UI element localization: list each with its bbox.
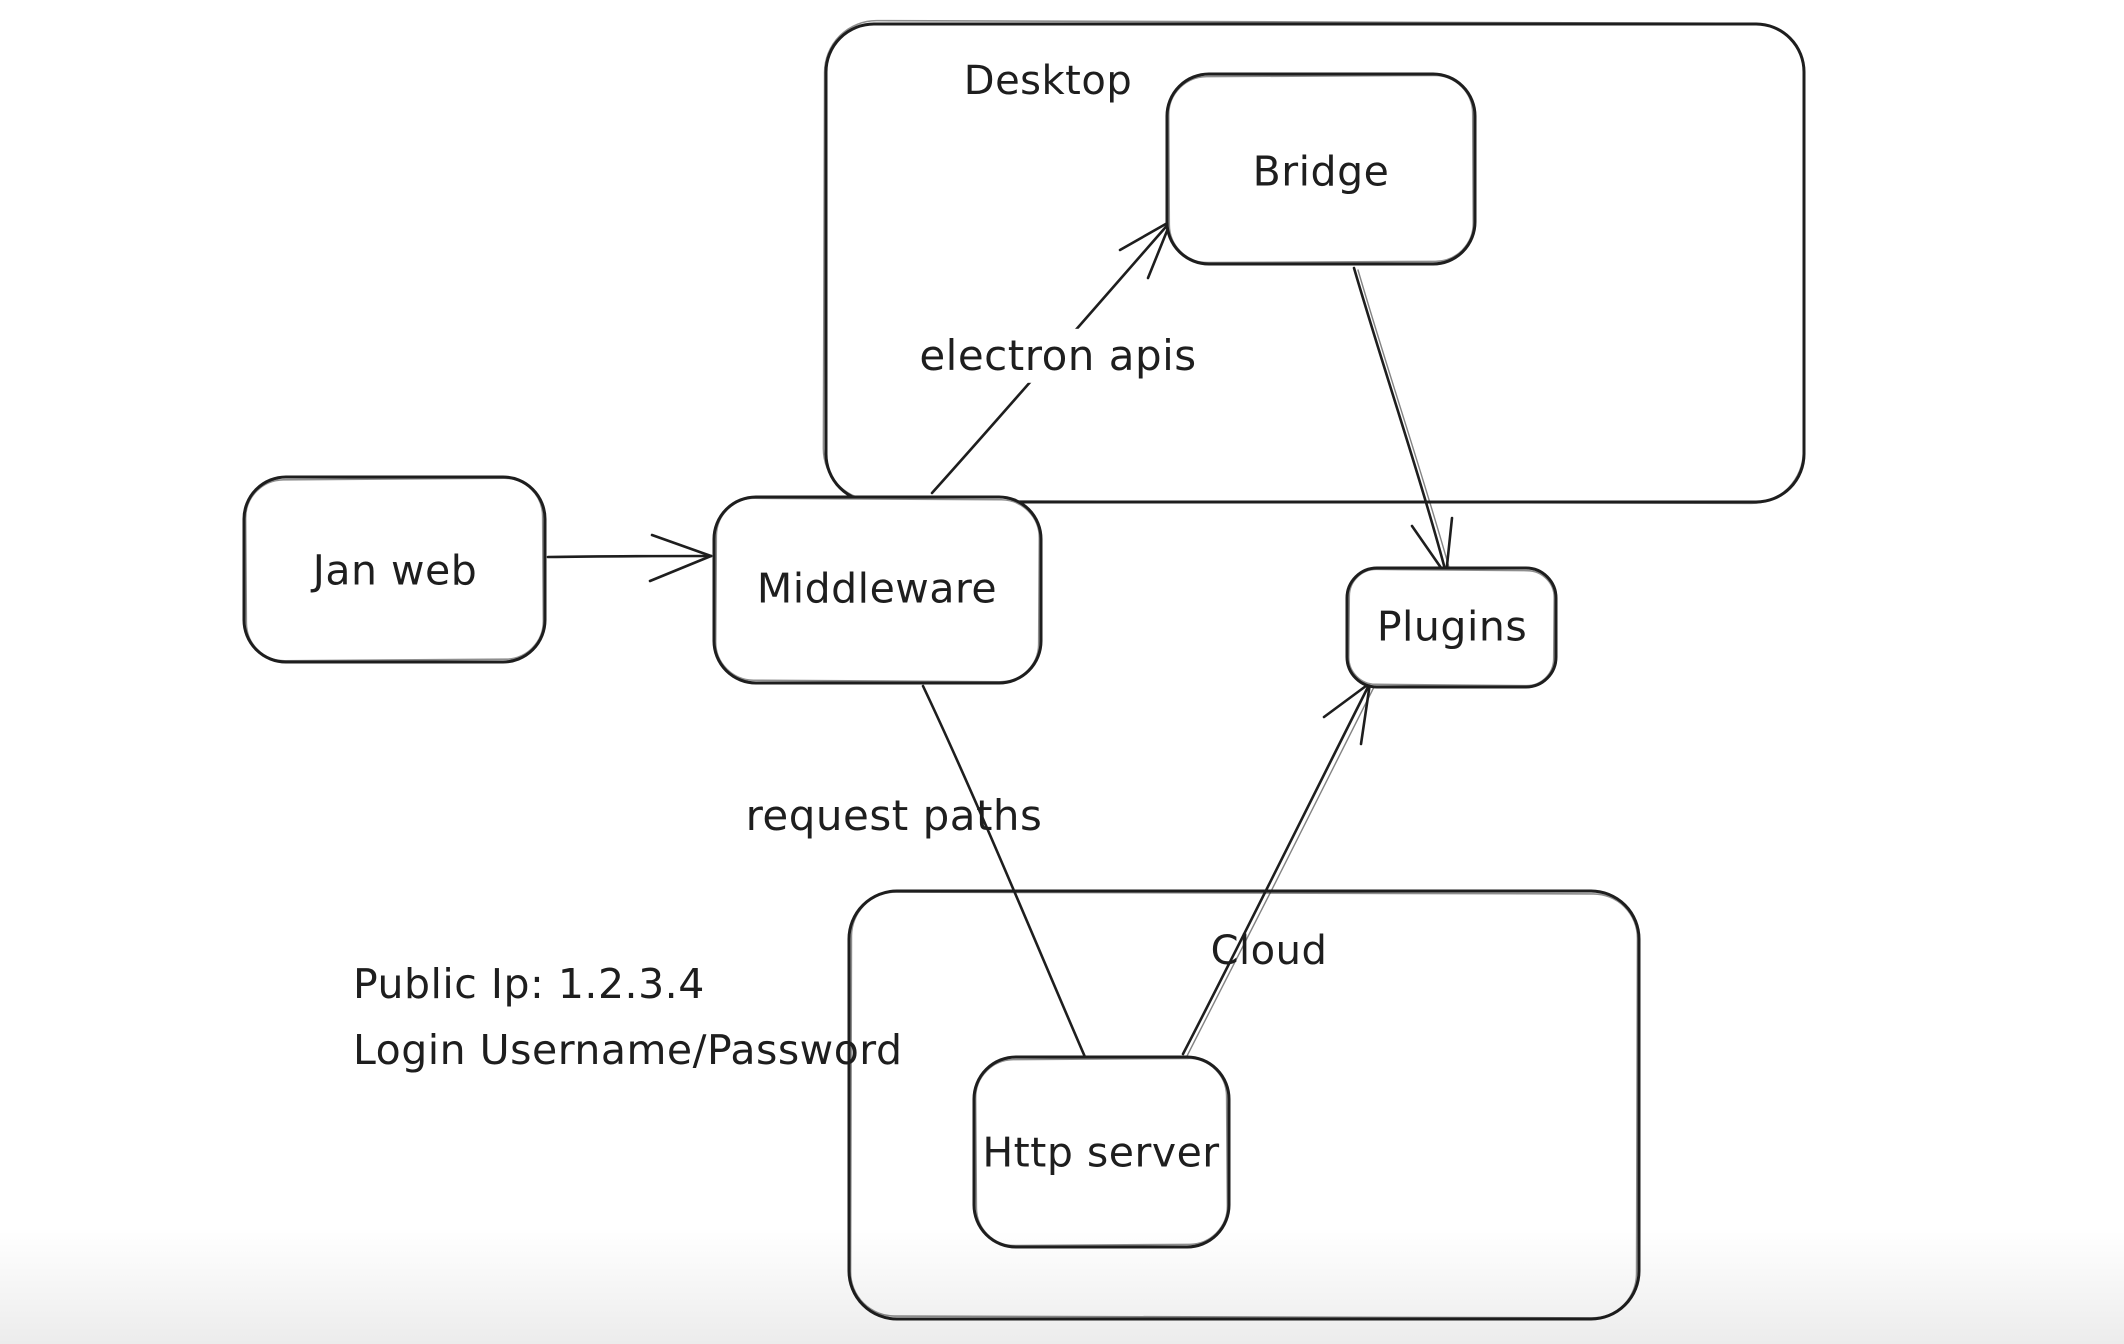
electron-apis-edge-label[interactable]: electron apis (907, 328, 1209, 384)
bridge-rect-sketch (1167, 74, 1475, 264)
desktop-label[interactable]: Desktop (963, 58, 1133, 104)
edge-line (546, 554, 713, 559)
arrowhead-barb (1118, 219, 1173, 252)
annotation-credentials[interactable]: Public Ip: 1.2.3.4 Login Username/Passwo… (353, 951, 902, 1083)
annotation-login: Login Username/Password (353, 1026, 903, 1074)
middleware-rect (712, 495, 1043, 685)
arrowhead-barb (648, 554, 713, 583)
middleware-rect-sketch (714, 497, 1041, 683)
jan-web-rect (242, 475, 547, 664)
arrowhead-barb (650, 533, 713, 558)
jan-web-label[interactable]: Jan web (312, 546, 478, 595)
middleware-label[interactable]: Middleware (756, 564, 998, 613)
jan-web-rect-sketch (244, 477, 545, 662)
plugins-label[interactable]: Plugins (1376, 602, 1528, 651)
annotation-public-ip: Public Ip: 1.2.3.4 (353, 960, 705, 1008)
http-server-label[interactable]: Http server (982, 1128, 1220, 1177)
http-server-rect (972, 1055, 1231, 1249)
edge-line (921, 684, 1087, 1059)
edge-line (1181, 681, 1372, 1056)
edge-line-sketch (1186, 686, 1375, 1057)
bridge-label[interactable]: Bridge (1252, 147, 1390, 196)
node-http-server[interactable] (972, 1055, 1231, 1249)
edge-janweb-to-middleware[interactable] (546, 533, 713, 583)
edge-line-sketch (1357, 269, 1451, 572)
request-paths-edge-label[interactable]: request paths (745, 790, 1043, 840)
arrowhead-barb (1444, 516, 1454, 577)
cloud-rect-sketch (849, 891, 1639, 1319)
arrowhead-barb (1322, 681, 1372, 719)
edge-httpserver-to-plugins[interactable] (1181, 681, 1375, 1057)
node-jan-web[interactable] (242, 475, 547, 664)
plugins-rect (1345, 566, 1558, 689)
desktop-rect-sketch (822, 19, 1806, 505)
node-middleware[interactable] (712, 495, 1043, 685)
plugins-rect-sketch (1347, 568, 1556, 687)
node-plugins[interactable] (1345, 566, 1558, 689)
edge-line (1352, 266, 1448, 575)
cloud-label[interactable]: Cloud (1210, 928, 1328, 974)
arrowhead-barb (1359, 681, 1372, 746)
edge-middleware-to-httpserver[interactable] (921, 684, 1087, 1059)
http-server-rect-sketch (974, 1057, 1229, 1247)
bridge-rect (1165, 72, 1477, 266)
node-bridge[interactable] (1165, 72, 1477, 266)
